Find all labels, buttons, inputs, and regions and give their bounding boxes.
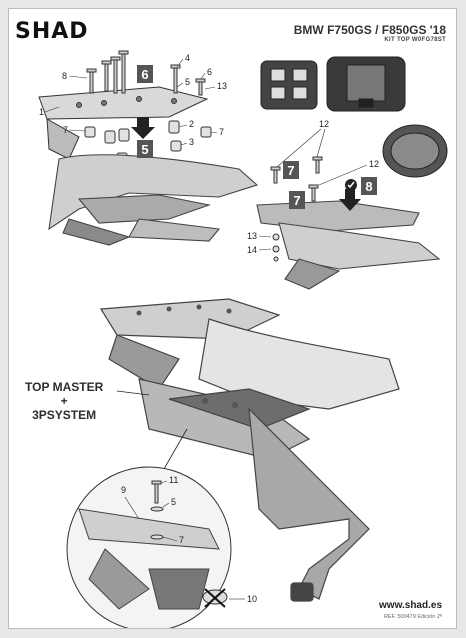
document-reference: REF. 500479 Edición 2ª: [384, 614, 442, 620]
step-7-label: 7: [287, 163, 294, 178]
website-link[interactable]: www.shad.es: [379, 600, 442, 611]
accessory-callout: TOP MASTER + 3PSYSTEM: [25, 380, 103, 422]
part-label: 5: [185, 77, 190, 87]
part-label: 5: [171, 497, 176, 507]
mounting-plate-group: [38, 86, 209, 160]
top-case-cover: [382, 124, 448, 178]
part-label: 10: [247, 594, 257, 604]
part-label: 9: [121, 485, 126, 495]
kit-reference: KIT TOP W0FG78ST: [384, 37, 446, 43]
part-label: 11: [169, 475, 178, 485]
check-icon: [345, 179, 357, 191]
main-rack-sketch: [99, 298, 400, 602]
not-used-part-icon: [202, 588, 228, 608]
part-label: 12: [319, 119, 329, 129]
part-label: 14: [247, 245, 257, 255]
step-5-label: 5: [141, 142, 148, 157]
step-badge-7b: 7: [289, 191, 305, 209]
screws-right: [270, 156, 323, 202]
instruction-sheet: SHAD BMW F750GS / F850GS '18 KIT TOP W0F…: [8, 8, 457, 629]
callout-line-2: +: [60, 394, 68, 408]
callout-line-1: TOP MASTER: [25, 380, 104, 394]
part-label: 13: [247, 231, 257, 241]
top-case-base: [260, 60, 318, 110]
brand-logo: SHAD: [15, 19, 89, 44]
callout-leader: [116, 390, 150, 396]
down-arrow-icon: [339, 189, 361, 211]
callout-line-3: 3PSYSTEM: [32, 408, 97, 422]
down-arrow-icon: [131, 117, 155, 139]
part-label: 1: [39, 107, 44, 117]
step-8-label: 8: [365, 179, 372, 194]
part-label: 3: [189, 137, 194, 147]
bolts-group: [86, 50, 206, 96]
part-label: 4: [185, 53, 190, 63]
part-label: 6: [207, 67, 212, 77]
step-badge-6: 6: [137, 65, 153, 83]
part-label: 8: [62, 71, 67, 81]
step-badge-7a: 7: [283, 161, 299, 179]
rear-rack-sketch: [48, 154, 259, 246]
model-title: BMW F750GS / F850GS '18: [293, 23, 446, 37]
part-label: 2: [189, 119, 194, 129]
part-label: 7: [63, 125, 68, 135]
assembly-illustration: 6 5 8 1 7 4 5 6 13 2 3 7: [38, 50, 448, 628]
part-label: 7: [179, 535, 184, 545]
part-label: 13: [217, 81, 227, 91]
step-6-label: 6: [141, 67, 148, 82]
step-7-label: 7: [293, 193, 300, 208]
step-badge-5: 5: [137, 140, 153, 158]
part-label: 7: [219, 127, 224, 137]
step-badge-8: 8: [361, 177, 377, 195]
part-label: 12: [369, 159, 379, 169]
rack-holes: [136, 304, 238, 408]
detail-zoom-circle: [66, 466, 232, 628]
right-rack-sketch: [256, 200, 441, 290]
top-case-lid: [326, 56, 406, 112]
